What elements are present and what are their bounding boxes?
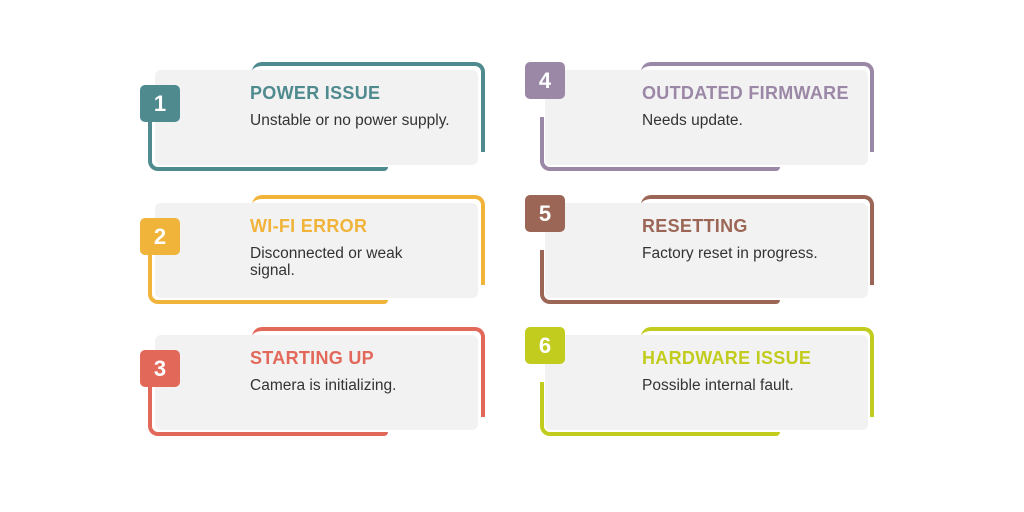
- status-card-2: 2 WI-FI ERROR Disconnected or weak signal.: [140, 195, 490, 307]
- number-badge: 6: [525, 327, 565, 364]
- card-title: RESETTING: [642, 216, 748, 236]
- card-title: WI-FI ERROR: [250, 216, 368, 236]
- card-description: Possible internal fault.: [642, 377, 794, 394]
- card-description: Factory reset in progress.: [642, 245, 818, 262]
- number-badge: 2: [140, 218, 180, 255]
- card-title: HARDWARE ISSUE: [642, 348, 812, 368]
- status-card-3: 3 STARTING UP Camera is initializing.: [140, 327, 490, 439]
- card-description: Disconnected or weak signal.: [250, 245, 403, 279]
- card-description: Needs update.: [642, 112, 743, 129]
- status-card-1: 1 POWER ISSUE Unstable or no power supply.: [140, 62, 490, 174]
- card-description: Unstable or no power supply.: [250, 112, 450, 129]
- card-title: POWER ISSUE: [250, 83, 381, 103]
- number-badge: 4: [525, 62, 565, 99]
- card-description: Camera is initializing.: [250, 377, 397, 394]
- card-title: STARTING UP: [250, 348, 374, 368]
- card-title: OUTDATED FIRMWARE: [642, 83, 849, 103]
- number-badge: 1: [140, 85, 180, 122]
- number-badge: 3: [140, 350, 180, 387]
- number-badge: 5: [525, 195, 565, 232]
